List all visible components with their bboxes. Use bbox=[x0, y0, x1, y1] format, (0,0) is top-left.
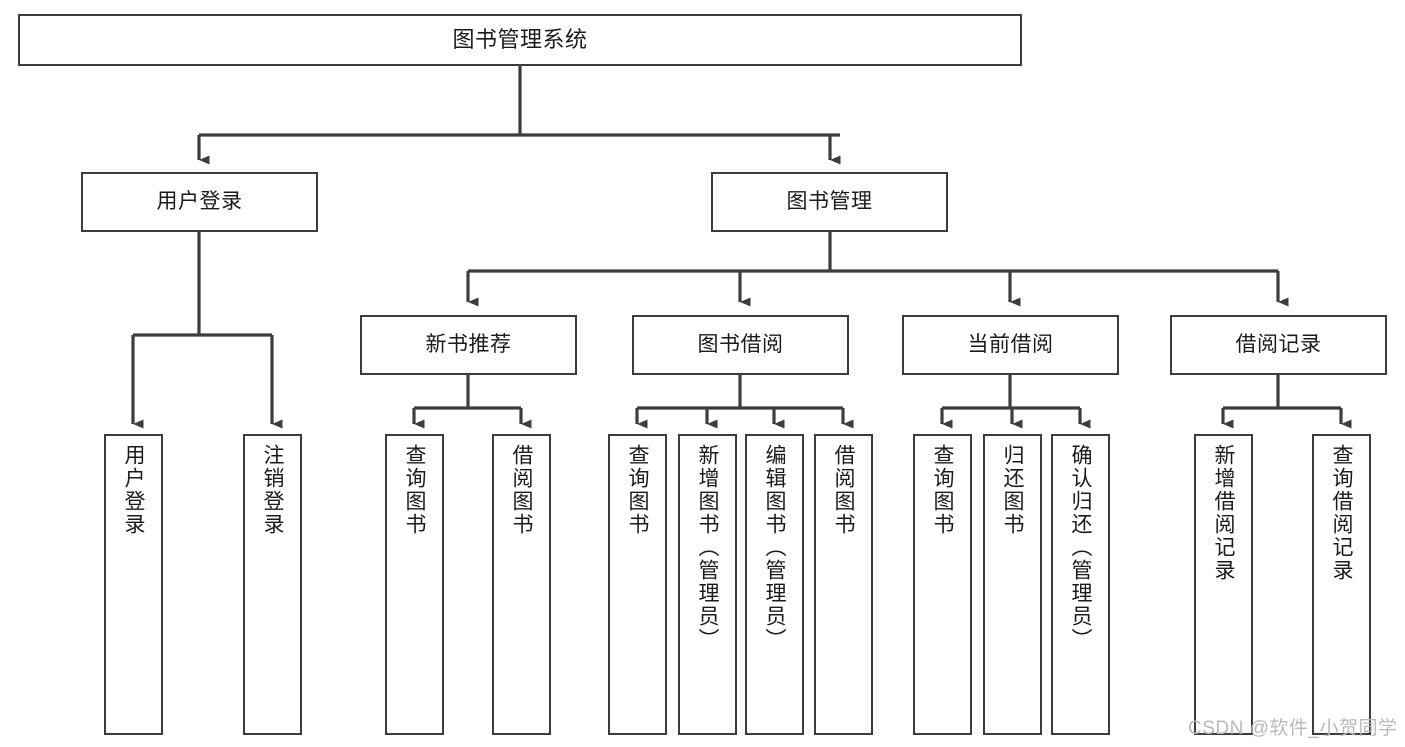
node-leaf-logout-label: 注销登录 bbox=[261, 444, 284, 536]
node-borrow-record-label: 借阅记录 bbox=[1235, 332, 1322, 356]
node-leaf-user-login[interactable]: 用户登录 bbox=[104, 434, 163, 735]
node-leaf-return-book[interactable]: 归还图书 bbox=[983, 434, 1042, 735]
node-leaf-query-book-2-label: 查询图书 bbox=[626, 444, 649, 536]
node-leaf-add-book-label: 新增图书（管理员） bbox=[696, 444, 719, 651]
node-leaf-confirm-return[interactable]: 确认归还（管理员） bbox=[1051, 434, 1110, 735]
node-book-borrow-label: 图书借阅 bbox=[697, 332, 784, 356]
node-leaf-edit-book-label: 编辑图书（管理员） bbox=[763, 444, 786, 651]
node-current-borrow-label: 当前借阅 bbox=[967, 332, 1054, 356]
node-book-manage-label: 图书管理 bbox=[786, 189, 873, 213]
node-leaf-add-record-label: 新增借阅记录 bbox=[1212, 444, 1235, 582]
node-leaf-query-book-3-label: 查询图书 bbox=[931, 444, 954, 536]
node-new-book-rec[interactable]: 新书推荐 bbox=[360, 315, 577, 375]
node-leaf-query-book-1-label: 查询图书 bbox=[403, 444, 426, 536]
node-leaf-add-book[interactable]: 新增图书（管理员） bbox=[678, 434, 737, 735]
node-current-borrow[interactable]: 当前借阅 bbox=[902, 315, 1119, 375]
node-leaf-edit-book[interactable]: 编辑图书（管理员） bbox=[745, 434, 804, 735]
node-leaf-query-record-label: 查询借阅记录 bbox=[1330, 444, 1353, 582]
node-book-manage[interactable]: 图书管理 bbox=[711, 172, 948, 232]
node-leaf-query-book-1[interactable]: 查询图书 bbox=[385, 434, 444, 735]
node-borrow-record[interactable]: 借阅记录 bbox=[1170, 315, 1387, 375]
node-leaf-query-record[interactable]: 查询借阅记录 bbox=[1312, 434, 1371, 735]
node-leaf-borrow-book-2[interactable]: 借阅图书 bbox=[814, 434, 873, 735]
node-new-book-rec-label: 新书推荐 bbox=[425, 332, 512, 356]
node-leaf-confirm-return-label: 确认归还（管理员） bbox=[1069, 444, 1092, 651]
node-root-label: 图书管理系统 bbox=[452, 27, 588, 53]
node-leaf-logout[interactable]: 注销登录 bbox=[243, 434, 302, 735]
node-leaf-add-record[interactable]: 新增借阅记录 bbox=[1194, 434, 1253, 735]
node-user-login[interactable]: 用户登录 bbox=[81, 172, 318, 232]
node-leaf-borrow-book-1-label: 借阅图书 bbox=[510, 444, 533, 536]
node-leaf-borrow-book-2-label: 借阅图书 bbox=[832, 444, 855, 536]
node-leaf-borrow-book-1[interactable]: 借阅图书 bbox=[492, 434, 551, 735]
node-user-login-label: 用户登录 bbox=[156, 189, 243, 213]
node-leaf-user-login-label: 用户登录 bbox=[122, 444, 145, 536]
node-root[interactable]: 图书管理系统 bbox=[18, 14, 1022, 66]
node-book-borrow[interactable]: 图书借阅 bbox=[632, 315, 849, 375]
node-leaf-return-book-label: 归还图书 bbox=[1001, 444, 1024, 536]
node-leaf-query-book-3[interactable]: 查询图书 bbox=[913, 434, 972, 735]
csdn-watermark: CSDN @软件_小贺同学 bbox=[1188, 718, 1398, 739]
node-leaf-query-book-2[interactable]: 查询图书 bbox=[608, 434, 667, 735]
